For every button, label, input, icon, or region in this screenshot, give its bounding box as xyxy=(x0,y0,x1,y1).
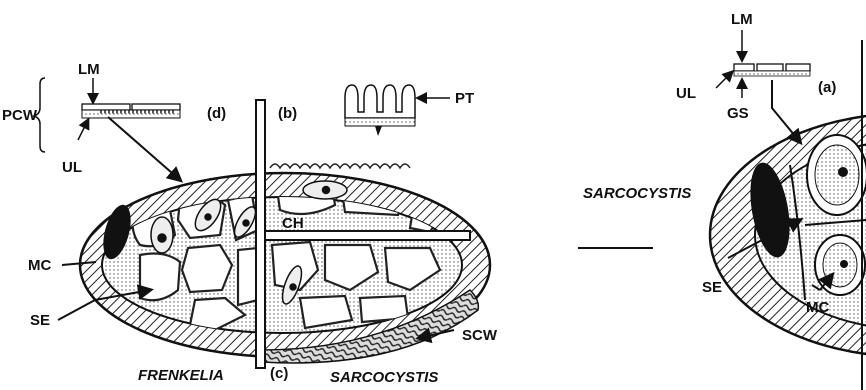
label-b: (b) xyxy=(278,105,297,122)
horizontal-divider xyxy=(265,231,470,240)
label-d: (d) xyxy=(207,105,226,122)
left-cyst xyxy=(80,100,490,368)
label-lm-right: LM xyxy=(731,11,753,28)
right-cyst xyxy=(710,40,866,390)
genus-sarcocystis-left: SARCOCYSTIS xyxy=(330,369,438,386)
label-a: (a) xyxy=(818,79,836,96)
label-ul-right: UL xyxy=(676,85,696,102)
label-se: SE xyxy=(30,312,50,329)
label-mc-right: MC xyxy=(806,299,829,316)
gs-inset xyxy=(716,30,810,98)
pt-inset xyxy=(345,85,450,136)
label-ul: UL xyxy=(62,159,82,176)
pcw-inset xyxy=(34,78,180,152)
label-se-right: SE xyxy=(702,279,722,296)
label-gs: GS xyxy=(727,105,749,122)
label-pt: PT xyxy=(455,90,474,107)
label-ch: CH xyxy=(282,215,304,232)
label-lm: LM xyxy=(78,61,100,78)
genus-sarcocystis-right: SARCOCYSTIS xyxy=(583,185,691,202)
label-pcw: PCW xyxy=(2,107,38,124)
genus-frenkelia: FRENKELIA xyxy=(138,367,224,384)
label-mc: MC xyxy=(28,257,51,274)
vertical-divider xyxy=(256,100,265,368)
protrusion-fringe xyxy=(270,164,410,168)
label-c: (c) xyxy=(270,365,288,382)
label-scw: SCW xyxy=(462,327,498,344)
